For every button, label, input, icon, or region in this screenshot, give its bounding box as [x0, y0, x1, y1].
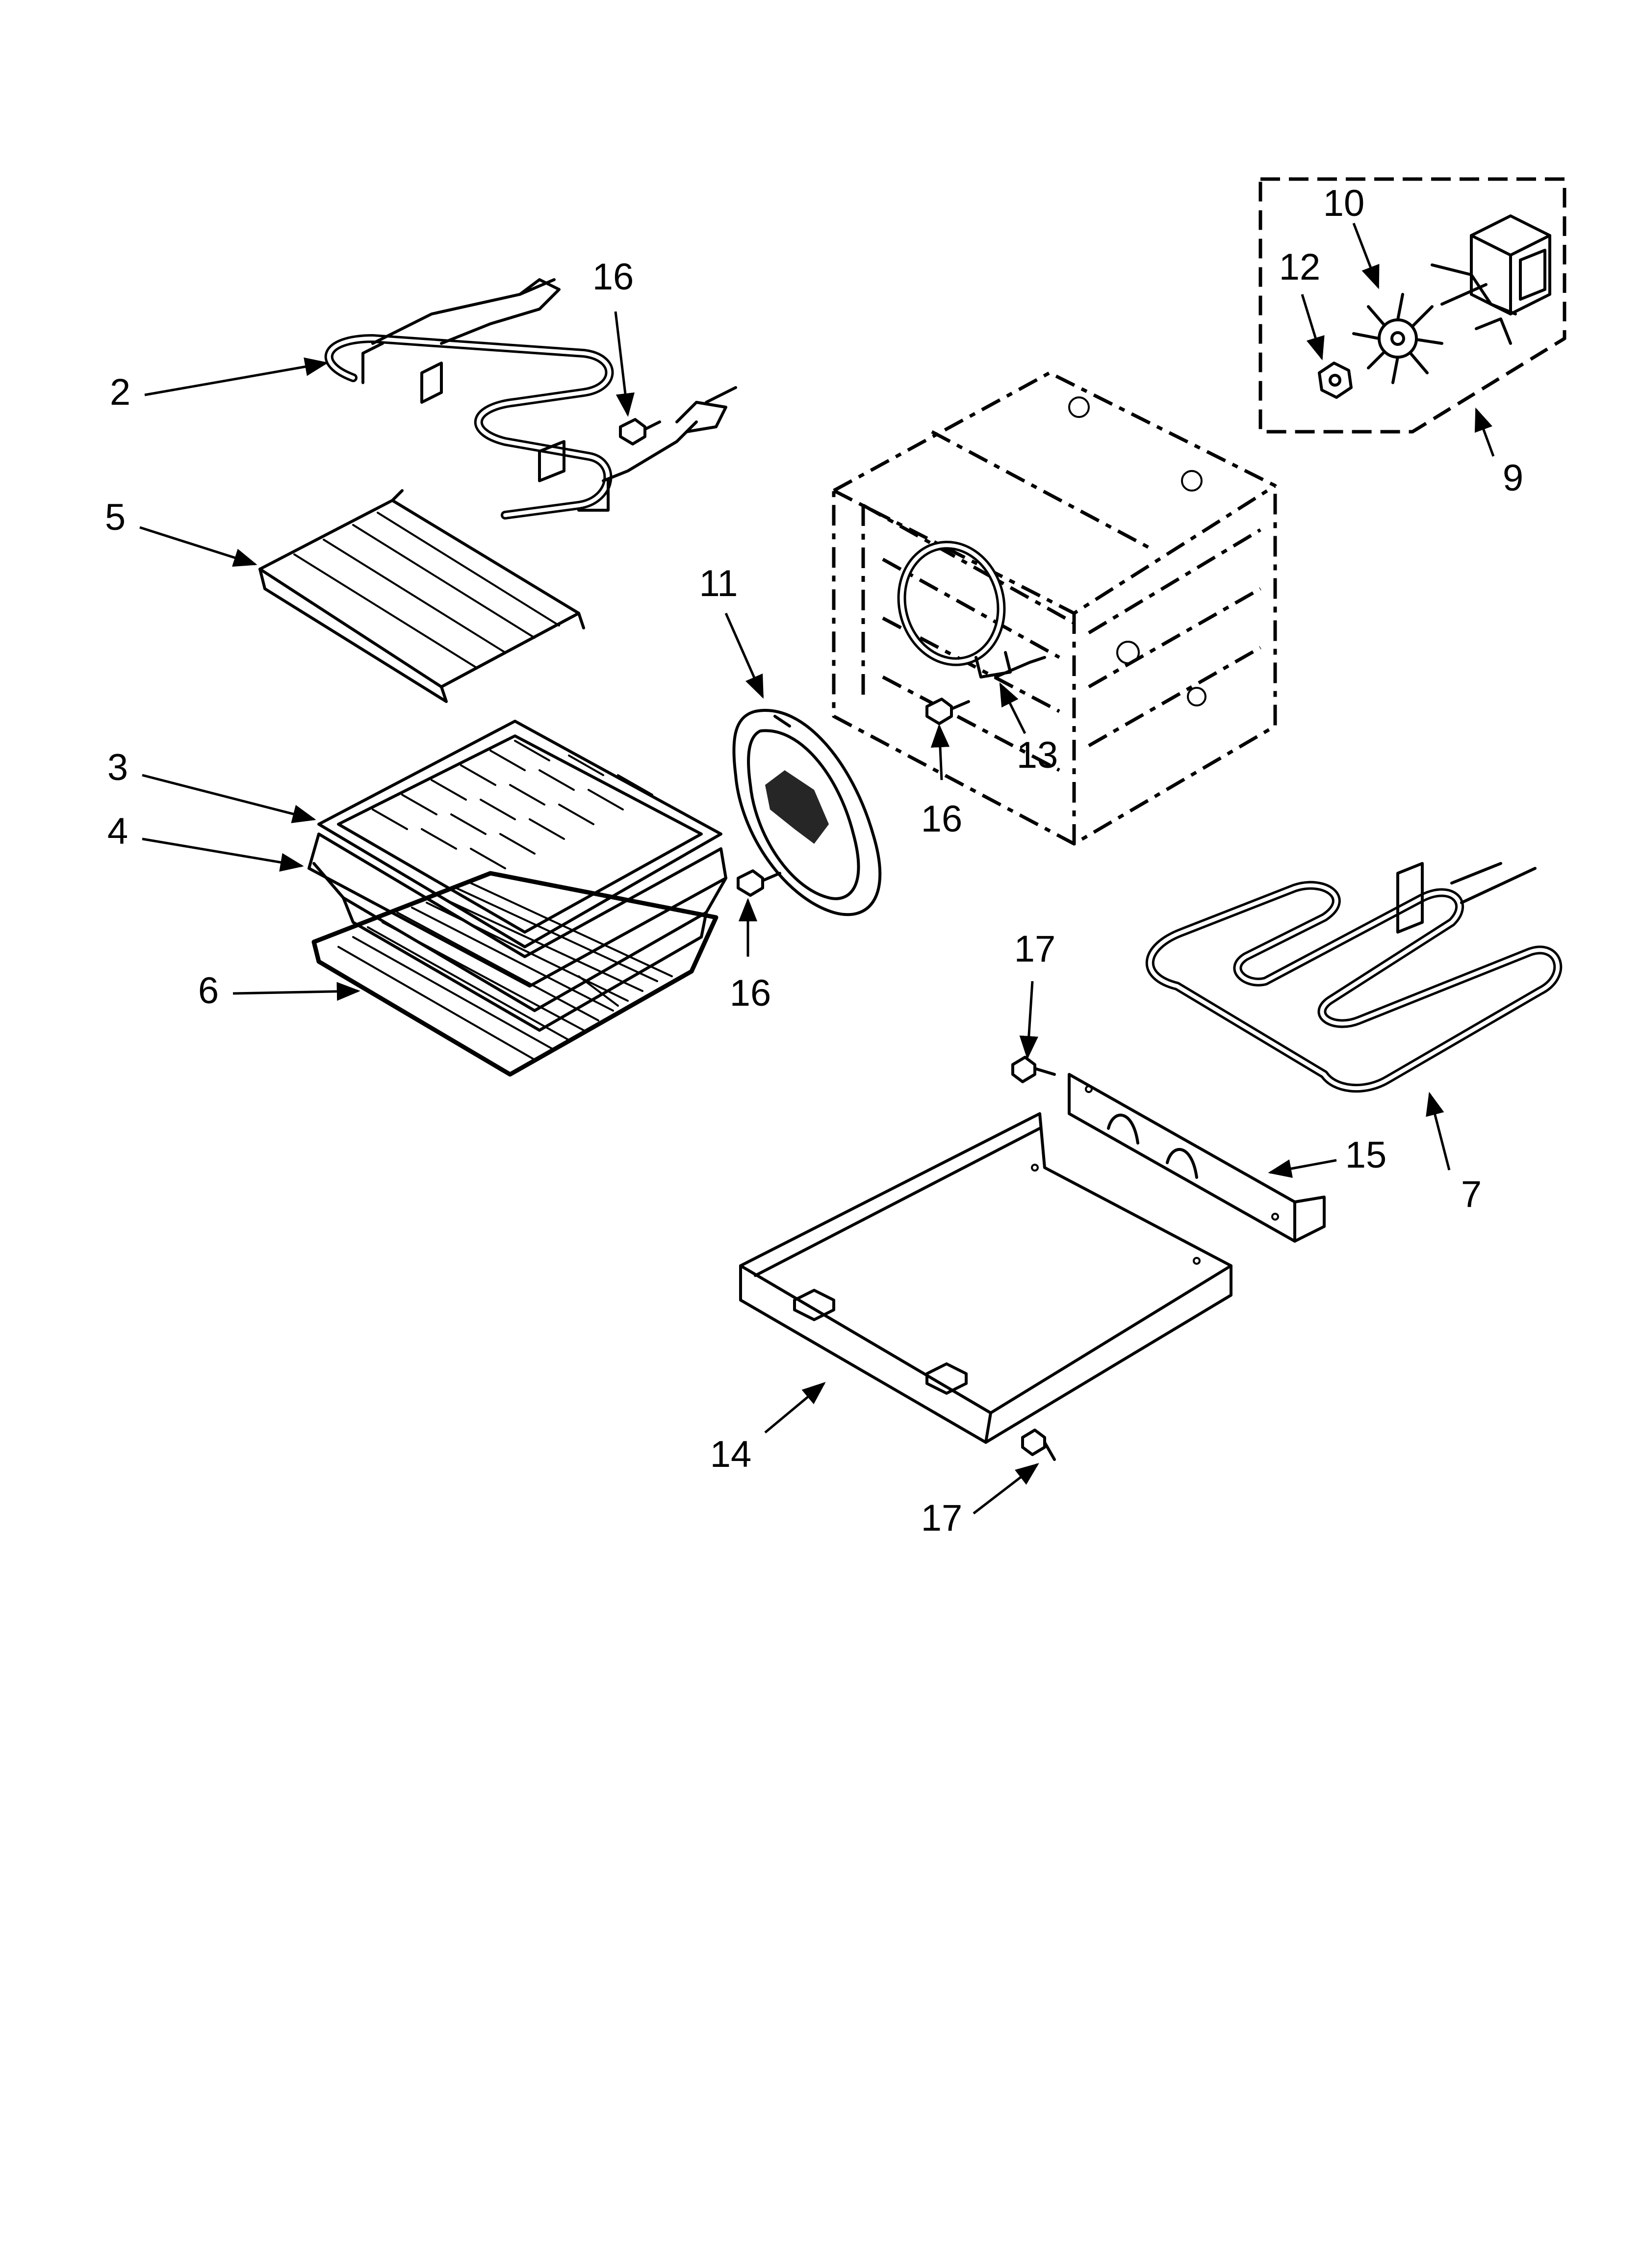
callout-13: 13: [1017, 734, 1058, 776]
callout-16-baffle: 16: [730, 972, 771, 1014]
part-13-convection-element: [897, 541, 1046, 678]
leader-lines: [139, 223, 1495, 1514]
callout-16-cavity: 16: [921, 798, 963, 840]
part-6-oven-rack: [311, 871, 718, 1077]
part-7-lower-element: [1146, 862, 1563, 1093]
callout-11: 11: [699, 563, 738, 604]
callout-14: 14: [710, 1434, 752, 1475]
part-4-broil-pan: [308, 833, 727, 1032]
callout-15: 15: [1345, 1134, 1387, 1176]
part-10-fan-blade: [1352, 293, 1443, 384]
callout-17-top: 17: [1014, 928, 1056, 970]
part-16-screw-a: [619, 418, 661, 445]
part-11-convection-baffle: [732, 709, 882, 916]
callout-numbers: 2 5 3 4 6 16 11 16 13 16 17 15 7 14 17 1…: [105, 182, 1523, 1539]
part-17-screw-b: [1021, 1429, 1056, 1461]
part-15-bracket: [1068, 1073, 1326, 1243]
callout-4: 4: [107, 810, 128, 852]
callout-3: 3: [107, 747, 128, 788]
part-17-screw-a: [1011, 1056, 1056, 1083]
part-16-screw-c: [737, 869, 781, 897]
part-2-upper-element: [324, 278, 737, 520]
callout-16-top: 16: [592, 256, 634, 298]
part-3-broil-pan-grid: [317, 720, 722, 948]
callout-2: 2: [110, 371, 130, 413]
part-5-pan-insert: [258, 489, 585, 703]
callout-17-bottom: 17: [921, 1497, 963, 1539]
part-14-floor-tray: [739, 1112, 1232, 1444]
callout-10: 10: [1323, 182, 1365, 224]
callout-9: 9: [1503, 457, 1523, 499]
callout-5: 5: [105, 496, 126, 538]
part-12-nut: [1318, 362, 1353, 399]
callout-6: 6: [198, 970, 219, 1012]
part-9-fan-motor-assembly: [1258, 177, 1566, 434]
part-16-screw-b: [925, 698, 970, 725]
callout-12: 12: [1279, 246, 1321, 288]
callout-7: 7: [1461, 1173, 1482, 1215]
